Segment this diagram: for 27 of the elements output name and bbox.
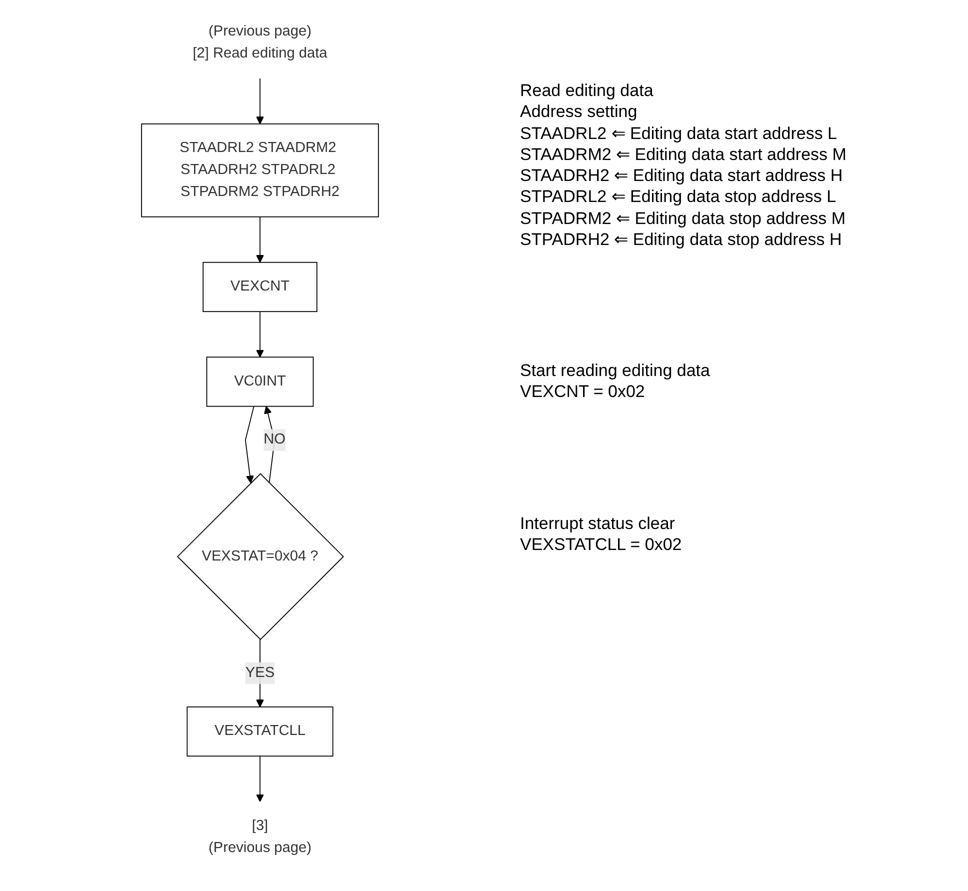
arrow [256,756,264,802]
edge-label: NO [264,432,286,448]
note-text: STAADRH2 ⇐ Editing data start address H [520,165,844,186]
note-text: STPADRL2 ⇐ Editing data stop address L [520,186,838,208]
node-box: STAADRL2 STAADRM2 STAADRH2 STPADRL2 STPADRM2 STPADRH2 [141,123,379,218]
node-box: VEXCNT [202,262,318,312]
node-text: (Previous page) [2] Read editing data [192,24,328,62]
note-text: STPADRH2 ⇐ Editing data stop address H [520,228,843,250]
note-text: Interrupt status clear [520,512,676,534]
note-text: STAADRM2 ⇐ Editing data start address M [520,144,848,165]
note-text: VEXCNT = 0x02 [520,381,646,402]
note-text: Address setting [520,101,638,122]
arrow [256,311,264,358]
note-text: Start reading editing data [520,360,711,382]
node-box: VC0INT [206,356,314,407]
node-text: [3] (Previous page) [208,818,312,856]
note-text: Read editing data [520,80,654,102]
arrow [264,406,276,484]
edge-label: YES [245,664,275,680]
arrow [244,406,254,484]
arrow [256,216,264,263]
note-text: STAADRL2 ⇐ Editing data start address L [520,122,838,144]
node-box: VEXSTATCLL [186,706,334,757]
arrow [256,78,264,124]
node-diamond: VEXSTAT=0x04 ? [176,473,344,640]
note-text: VEXSTATCLL = 0x02 [520,534,683,555]
note-text: STPADRM2 ⇐ Editing data stop address M [520,208,846,229]
